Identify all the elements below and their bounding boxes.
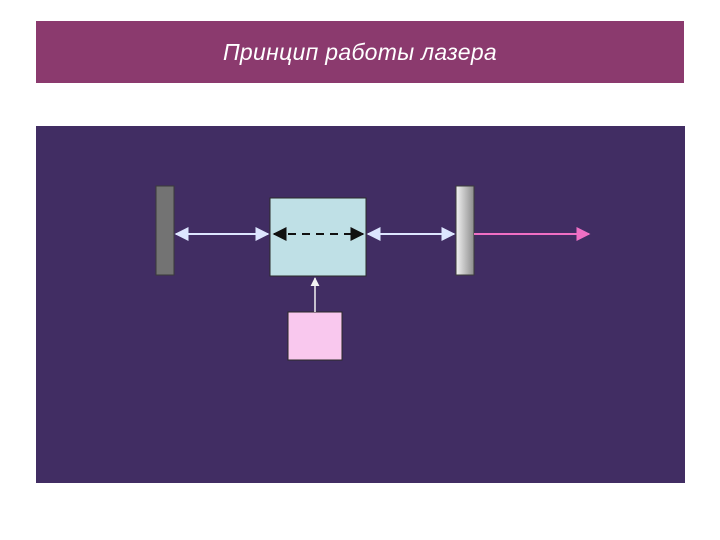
active-medium bbox=[269, 197, 367, 277]
right-mirror bbox=[455, 185, 475, 276]
slide-title: Принцип работы лазера bbox=[222, 38, 498, 65]
title-bar: Принцип работы лазера bbox=[36, 21, 684, 83]
laser-diagram bbox=[155, 185, 591, 361]
left-mirror bbox=[155, 185, 175, 276]
diagram-panel bbox=[36, 126, 685, 483]
pump-source bbox=[287, 311, 343, 361]
